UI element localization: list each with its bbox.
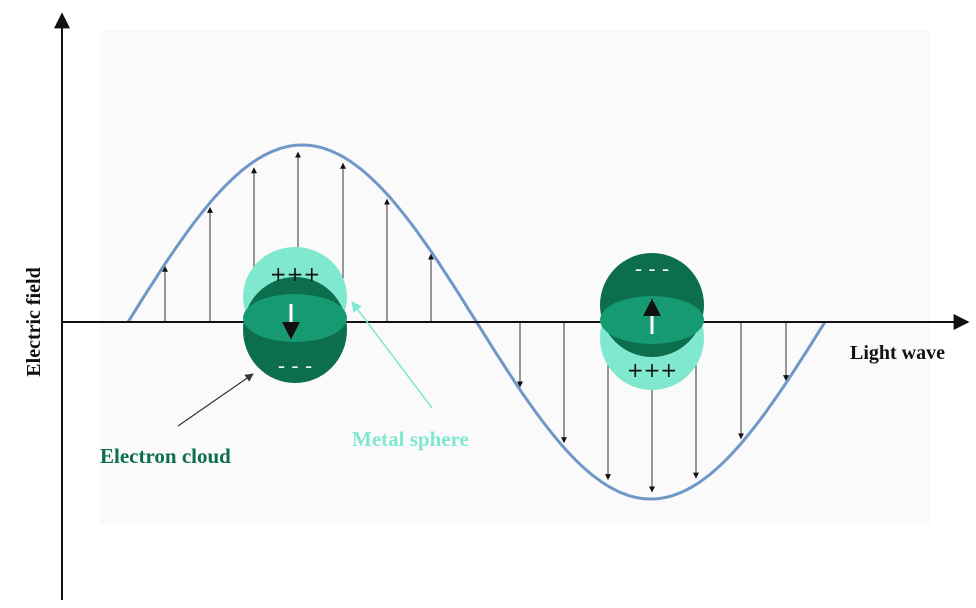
metal-sphere-pointer — [351, 301, 433, 409]
negative-charge-label: - - - — [278, 354, 312, 378]
positive-charge-label: +++ — [627, 358, 677, 382]
sphere-body — [243, 294, 347, 342]
y-axis-label: Electric field — [23, 267, 45, 376]
sphere-left: +++ - - - — [243, 247, 347, 383]
negative-charge-label: - - - — [635, 257, 669, 281]
electron-cloud-label: Electron cloud — [100, 444, 231, 468]
electron-cloud-pointer — [177, 373, 254, 427]
background-panel — [100, 30, 930, 525]
x-axis-label: Light wave — [850, 342, 945, 364]
positive-charge-label: +++ — [270, 262, 320, 286]
metal-sphere-label: Metal sphere — [352, 427, 469, 451]
sphere-right: - - - +++ — [600, 253, 704, 390]
